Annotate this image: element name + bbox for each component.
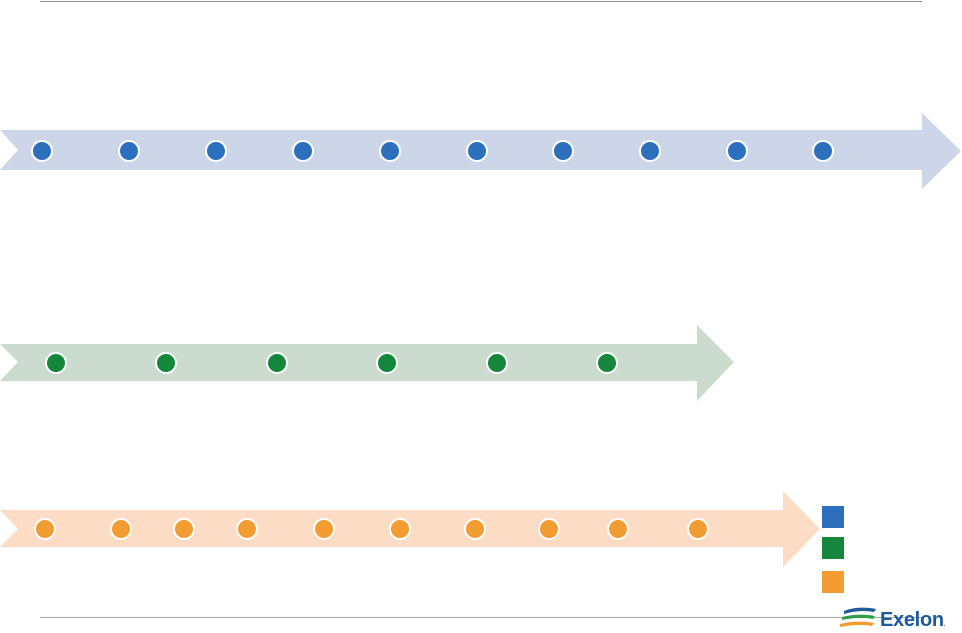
milestone-dot xyxy=(639,140,661,162)
milestone-dot xyxy=(812,140,834,162)
milestone-dot xyxy=(486,352,508,374)
milestone-dot xyxy=(726,140,748,162)
milestone-dot xyxy=(379,140,401,162)
milestone-dot xyxy=(118,140,140,162)
logo-name: Exelon xyxy=(880,609,944,631)
milestone-dot xyxy=(464,518,486,540)
milestone-dot xyxy=(110,518,132,540)
bottom-rule xyxy=(40,617,922,618)
milestone-dot xyxy=(155,352,177,374)
timeline-arrow-green xyxy=(0,325,734,401)
legend-swatch-green xyxy=(822,537,844,559)
milestone-dot xyxy=(173,518,195,540)
milestone-dot xyxy=(552,140,574,162)
exelon-swoosh-icon xyxy=(840,607,876,627)
milestone-dot xyxy=(266,352,288,374)
milestone-dot xyxy=(205,140,227,162)
timeline-dots-green xyxy=(45,352,618,374)
milestone-dot xyxy=(607,518,629,540)
milestone-dot xyxy=(466,140,488,162)
top-rule xyxy=(40,1,922,2)
milestone-dot xyxy=(389,518,411,540)
legend-swatch-orange xyxy=(822,571,844,593)
milestone-dot xyxy=(31,140,53,162)
milestone-dot xyxy=(687,518,709,540)
logo-text: Exelon. xyxy=(880,609,946,632)
exelon-logo: Exelon. xyxy=(838,606,958,632)
timeline-dots-blue xyxy=(31,140,834,162)
milestone-dot xyxy=(376,352,398,374)
timeline-dots-orange xyxy=(34,518,709,540)
milestone-dot xyxy=(34,518,56,540)
milestone-dot xyxy=(596,352,618,374)
milestone-dot xyxy=(236,518,258,540)
milestone-dot xyxy=(313,518,335,540)
milestone-dot xyxy=(45,352,67,374)
logo-trademark: . xyxy=(943,622,946,628)
milestone-dot xyxy=(538,518,560,540)
legend-swatch-blue xyxy=(822,506,844,528)
milestone-dot xyxy=(292,140,314,162)
